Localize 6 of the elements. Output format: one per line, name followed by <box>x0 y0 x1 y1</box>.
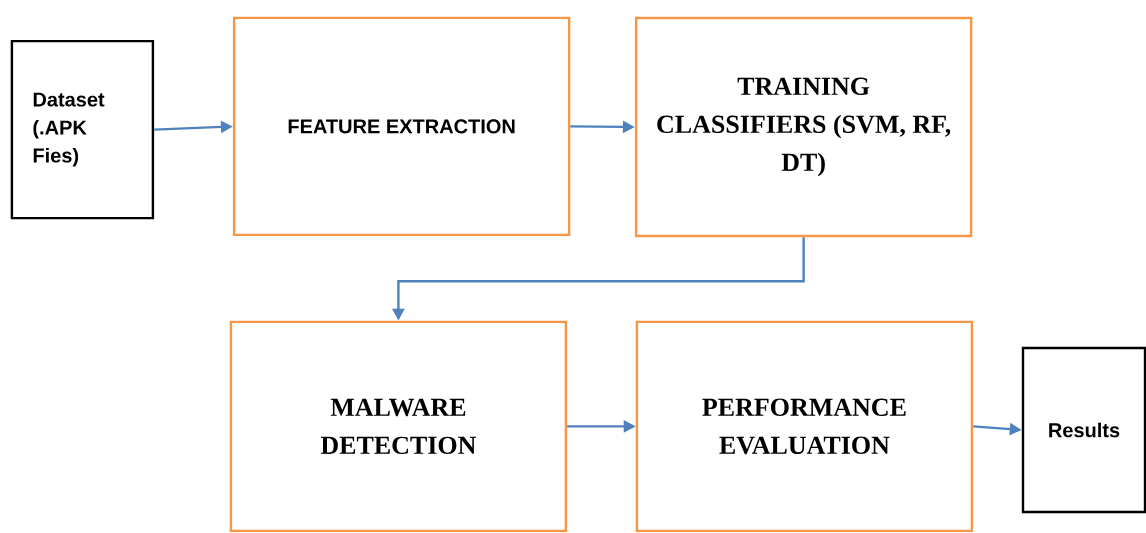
process-box: MALWARE DETECTION <box>229 320 568 533</box>
input-box: Dataset (.APK Fies) <box>10 39 155 220</box>
process-box: FEATURE EXTRACTION <box>232 16 571 237</box>
process-box: PERFORMANCE EVALUATION <box>635 320 974 533</box>
output-box: Results <box>1021 346 1146 514</box>
process-box: TRAINING CLASSIFIERS (SVM, RF, DT) <box>634 16 973 238</box>
